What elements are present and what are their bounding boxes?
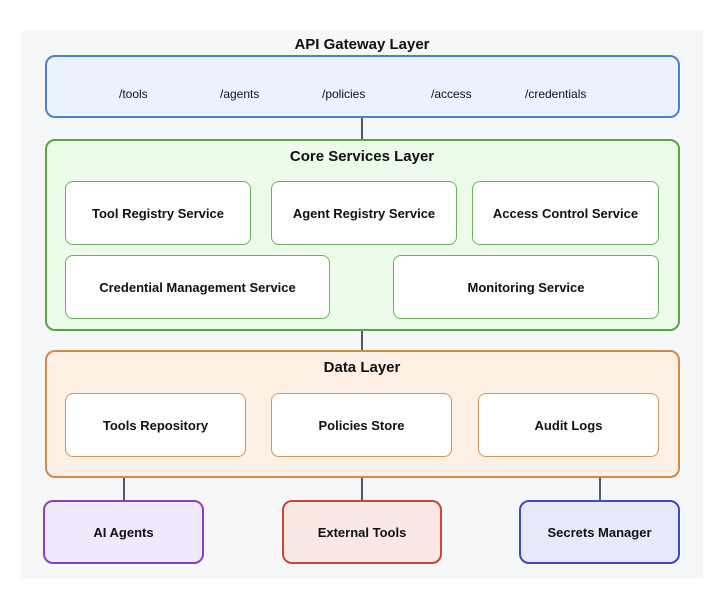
data-layer-title: Data Layer [323,359,401,376]
connector-data-secrets-manager [599,478,601,500]
endpoint-tools: /tools [119,87,148,101]
secrets-manager-node: Secrets Manager [519,500,680,564]
monitoring-service: Monitoring Service [393,255,659,319]
gateway-layer [45,55,680,118]
tool-registry-service: Tool Registry Service [65,181,251,245]
endpoint-agents: /agents [220,87,260,101]
connector-gateway-core [361,118,363,139]
credential-management-service: Credential Management Service [65,255,330,319]
gateway-layer-title: API Gateway Layer [294,36,430,53]
connector-data-external-tools [361,478,363,500]
policies-store: Policies Store [271,393,452,457]
core-layer-title: Core Services Layer [289,148,435,165]
connector-data-ai-agents [123,478,125,500]
external-tools-node: External Tools [282,500,442,564]
access-control-service: Access Control Service [472,181,659,245]
tools-repository: Tools Repository [65,393,246,457]
audit-logs: Audit Logs [478,393,659,457]
connector-core-data [361,331,363,350]
endpoint-access: /access [431,87,472,101]
endpoint-credentials: /credentials [525,87,587,101]
ai-agents-node: AI Agents [43,500,204,564]
endpoint-policies: /policies [322,87,366,101]
agent-registry-service: Agent Registry Service [271,181,457,245]
